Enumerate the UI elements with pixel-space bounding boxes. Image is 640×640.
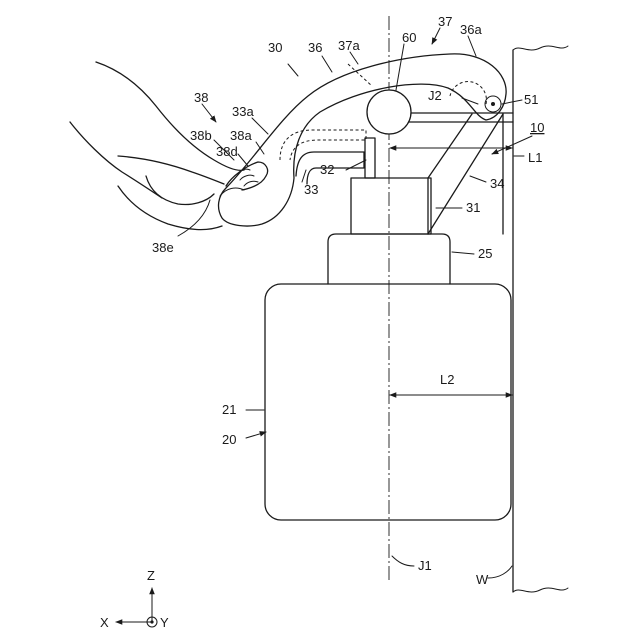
- roller-60: [367, 90, 411, 134]
- label-w: W: [476, 572, 489, 587]
- label-25: 25: [478, 246, 492, 261]
- pivot-center: [491, 102, 495, 106]
- label-j2: J2: [428, 88, 442, 103]
- label-32: 32: [320, 162, 334, 177]
- label-37: 37: [438, 14, 452, 29]
- label-37a: 37a: [338, 38, 360, 53]
- label-33: 33: [304, 182, 318, 197]
- label-20: 20: [222, 432, 236, 447]
- axis-label-y: Y: [160, 615, 169, 630]
- container-neck: [351, 178, 431, 234]
- label-36a: 36a: [460, 22, 482, 37]
- trigger-alt-position: [280, 130, 366, 160]
- label-21: 21: [222, 402, 236, 417]
- label-30: 30: [268, 40, 282, 55]
- label-31: 31: [466, 200, 480, 215]
- axis-label-z: Z: [147, 568, 155, 583]
- label-38a: 38a: [230, 128, 252, 143]
- finger-tip-38: [226, 162, 268, 190]
- label-36: 36: [308, 40, 322, 55]
- label-60: 60: [402, 30, 416, 45]
- label-38d: 38d: [216, 144, 238, 159]
- label-38e: 38e: [152, 240, 174, 255]
- nozzle-stem: [365, 138, 375, 178]
- label-33a: 33a: [232, 104, 254, 119]
- label-38: 38: [194, 90, 208, 105]
- label-51: 51: [524, 92, 538, 107]
- coordinate-axes: Z X Y: [100, 568, 169, 630]
- container-body: [265, 284, 511, 520]
- bracket: [402, 113, 513, 234]
- label-38b: 38b: [190, 128, 212, 143]
- label-34: 34: [490, 176, 504, 191]
- label-l1: L1: [528, 150, 542, 165]
- label-j1: J1: [418, 558, 432, 573]
- axis-label-x: X: [100, 615, 109, 630]
- label-l2: L2: [440, 372, 454, 387]
- label-10: 10: [530, 120, 544, 135]
